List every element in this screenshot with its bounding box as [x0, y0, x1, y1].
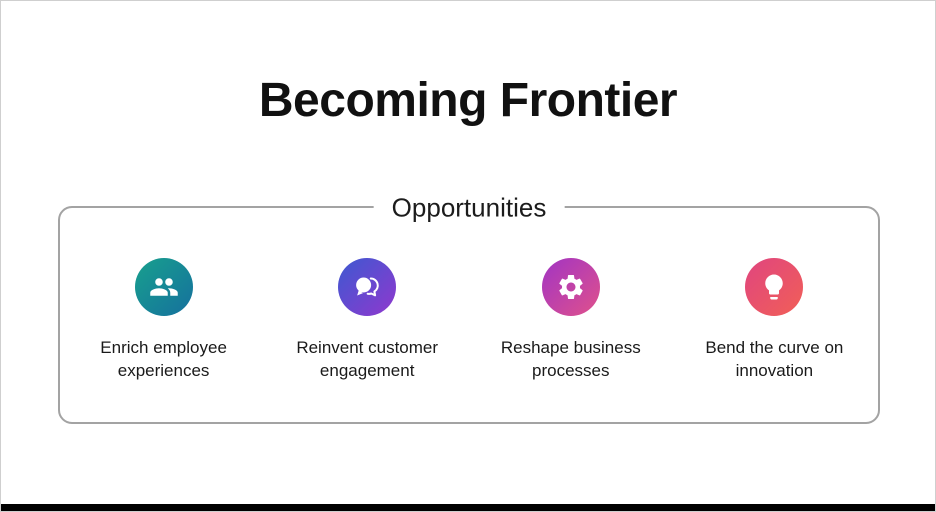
chat-icon: [356, 277, 379, 297]
opportunity-caption-customer: Reinvent customer engagement: [296, 338, 439, 380]
gear-icon: [559, 275, 583, 299]
opportunities-label: Opportunities: [373, 192, 565, 224]
opportunity-caption-processes: Reshape business processes: [500, 338, 641, 380]
opportunity-item-employee: Enrich employee experiences: [64, 258, 264, 383]
bottom-bar: [1, 504, 935, 511]
opportunities-panel: Opportunities Enrich employee experience…: [58, 192, 880, 424]
gear-icon-badge: [541, 258, 600, 316]
opportunity-caption-employee: Enrich employee experiences: [100, 338, 227, 380]
lightbulb-icon-badge: [745, 258, 804, 316]
opportunity-caption-innovation: Bend the curve on innovation: [705, 338, 844, 380]
opportunities-columns: Enrich employee experiences Reinvent cus…: [60, 208, 878, 383]
opportunity-item-processes: Reshape business processes: [471, 258, 671, 383]
slide-title: Becoming Frontier: [258, 74, 678, 127]
people-icon-badge: [134, 258, 193, 316]
people-icon: [149, 278, 178, 296]
opportunity-item-customer: Reinvent customer engagement: [267, 258, 467, 383]
chat-icon-badge: [338, 258, 397, 316]
opportunity-item-innovation: Bend the curve on innovation: [674, 258, 874, 383]
lightbulb-icon: [765, 274, 784, 300]
